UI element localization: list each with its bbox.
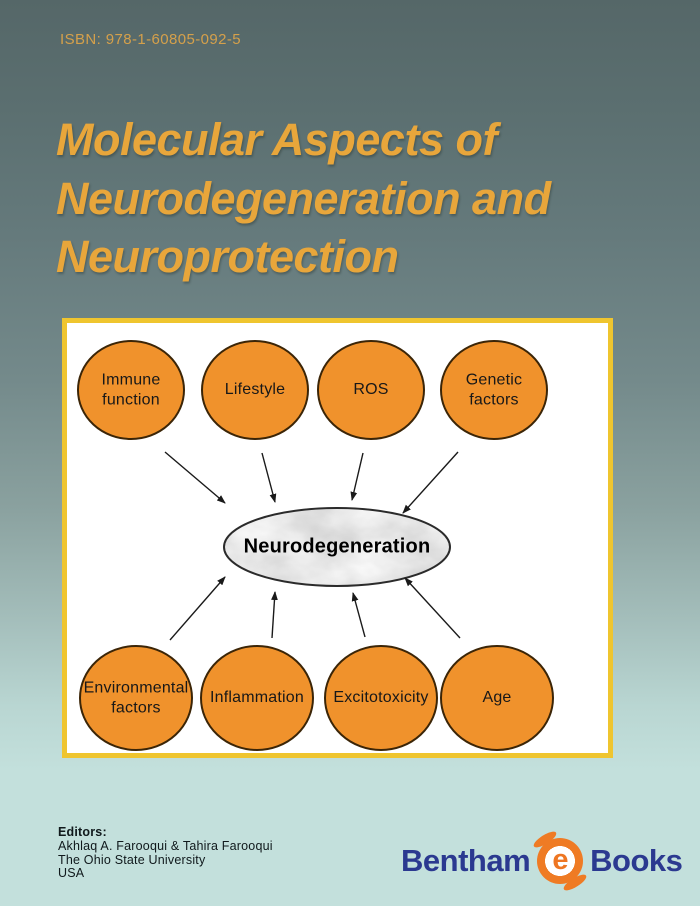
arrow-inflammation <box>271 591 278 639</box>
factor-label-immune-function: Immune function <box>101 371 161 408</box>
factor-ellipse-excitotoxicity <box>324 645 438 751</box>
factor-label-inflammation: Inflammation <box>210 689 304 707</box>
diagram-panel: Immune function Lifestyle ROS Genetic fa… <box>62 318 613 758</box>
title-line-2: Neurodegeneration and <box>56 172 551 224</box>
center-ellipse-texture <box>224 508 450 586</box>
editors-heading: Editors: <box>58 825 107 839</box>
e-icon-letter: e <box>552 843 568 876</box>
factor-label-excitotoxicity: Excitotoxicity <box>333 689 429 707</box>
arrow-environmental-factors <box>169 576 226 641</box>
factor-ellipse-ros <box>317 340 425 440</box>
factor-label-genetic-factors: Genetic factors <box>465 371 523 408</box>
publisher-name-left: Bentham <box>401 843 531 878</box>
arrows <box>164 451 461 641</box>
bentham-e-icon: e <box>537 838 584 884</box>
editors-affiliation: The Ohio State University <box>58 852 206 867</box>
center-ellipse <box>223 507 451 587</box>
factor-label-ros: ROS <box>353 381 389 399</box>
factor-ellipse-environmental-factors <box>79 645 193 751</box>
editors-names: Akhlaq A. Farooqui & Tahira Farooqui <box>58 838 273 853</box>
factor-label-lifestyle: Lifestyle <box>224 381 286 399</box>
arrow-age <box>404 577 461 639</box>
editors-country: USA <box>58 866 85 881</box>
factor-ellipse-age <box>440 645 554 751</box>
arrow-excitotoxicity <box>351 592 366 638</box>
arrow-ros <box>350 452 364 501</box>
diagram-shapes <box>77 340 554 751</box>
factor-ellipse-inflammation <box>200 645 314 751</box>
factor-ellipse-lifestyle <box>201 340 309 440</box>
factor-ellipse-immune-function <box>77 340 185 440</box>
book-title: Molecular Aspects of Neurodegeneration a… <box>56 111 551 287</box>
editors-block: Editors: Akhlaq A. Farooqui & Tahira Far… <box>58 825 273 881</box>
title-line-1: Molecular Aspects of <box>56 114 497 165</box>
arrow-immune-function <box>164 451 226 504</box>
arrow-genetic-factors <box>402 451 459 514</box>
isbn-text: ISBN: 978-1-60805-092-5 <box>60 31 241 48</box>
diagram-center-label: Neurodegeneration <box>243 535 431 558</box>
factor-label-age: Age <box>482 689 512 707</box>
factor-label-environmental-factors: Environmental factors <box>83 679 189 716</box>
publisher-logo: Bentham e Books <box>401 838 683 884</box>
publisher-name-right: Books <box>590 843 683 878</box>
title-line-3: Neuroprotection <box>56 231 399 282</box>
arrow-lifestyle <box>261 452 277 503</box>
factor-ellipse-genetic-factors <box>440 340 548 440</box>
